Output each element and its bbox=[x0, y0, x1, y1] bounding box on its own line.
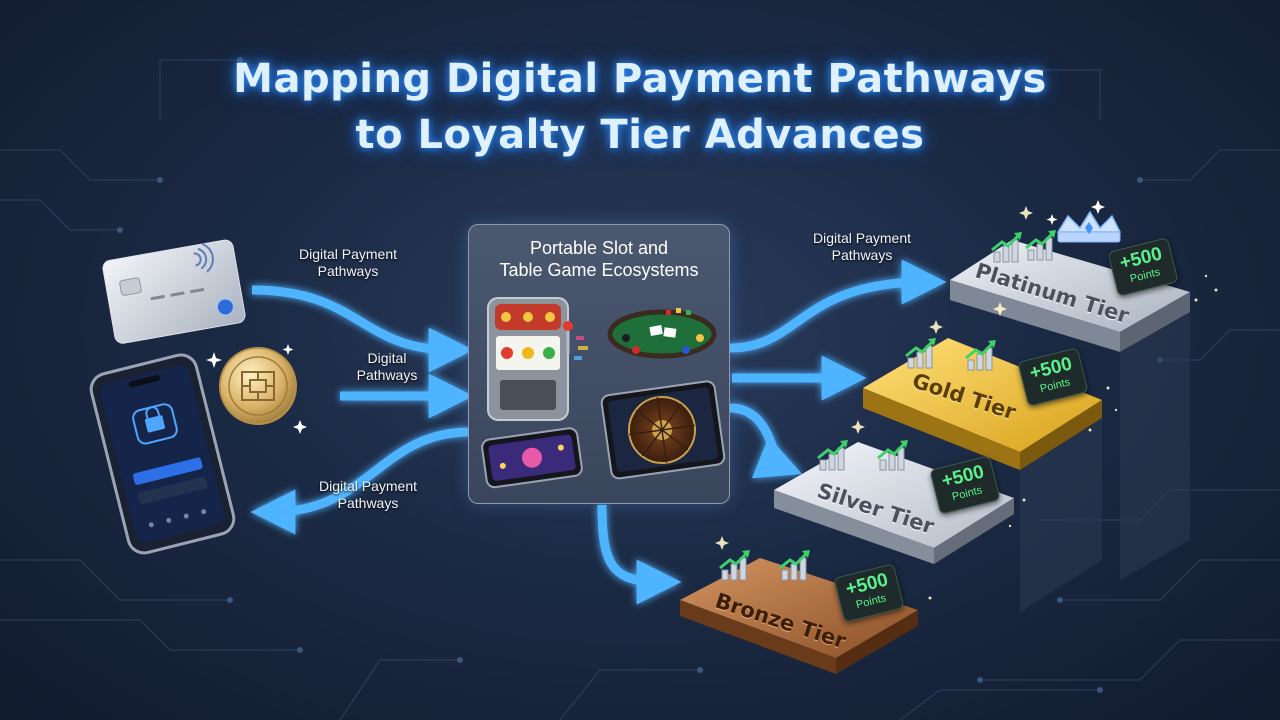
growth-chart-icon bbox=[965, 340, 996, 371]
flow-label-left-top: Digital Payment Pathways bbox=[298, 246, 398, 279]
growth-chart-icon bbox=[719, 230, 1056, 581]
coin-icon bbox=[206, 344, 307, 434]
credit-card-icon bbox=[102, 239, 246, 344]
growth-chart-icon bbox=[991, 232, 1022, 263]
sparkle-effects bbox=[715, 206, 1218, 600]
growth-chart-icon bbox=[719, 550, 750, 581]
smartphone-icon bbox=[89, 353, 236, 555]
flow-label-left-bottom: Digital Payment Pathways bbox=[318, 478, 418, 511]
growth-chart-icon bbox=[817, 440, 848, 471]
hub-title: Portable Slot and Table Game Ecosystems bbox=[469, 237, 729, 281]
flow-label-left-middle: Digital Pathways bbox=[356, 350, 418, 383]
platinum-tier-block bbox=[950, 240, 1190, 580]
flow-arrows bbox=[250, 259, 947, 605]
flow-label-right-top: Digital Payment Pathways bbox=[812, 230, 912, 263]
growth-chart-icon bbox=[779, 550, 810, 581]
hub-title-line-2: Table Game Ecosystems bbox=[499, 260, 699, 280]
page-title-line-2: to Loyalty Tier Advances bbox=[355, 112, 925, 158]
bronze-tier-block bbox=[680, 558, 918, 674]
growth-chart-icon bbox=[1025, 230, 1056, 261]
growth-chart-icon bbox=[905, 338, 936, 369]
page-title-line-1: Mapping Digital Payment Pathways bbox=[233, 56, 1047, 102]
game-ecosystems-hub: Portable Slot and Table Game Ecosystems bbox=[468, 224, 730, 504]
crown-icon bbox=[1046, 200, 1122, 243]
gold-tier-block bbox=[863, 338, 1102, 612]
hub-title-line-1: Portable Slot and bbox=[529, 238, 669, 258]
growth-chart-icon bbox=[877, 440, 908, 471]
